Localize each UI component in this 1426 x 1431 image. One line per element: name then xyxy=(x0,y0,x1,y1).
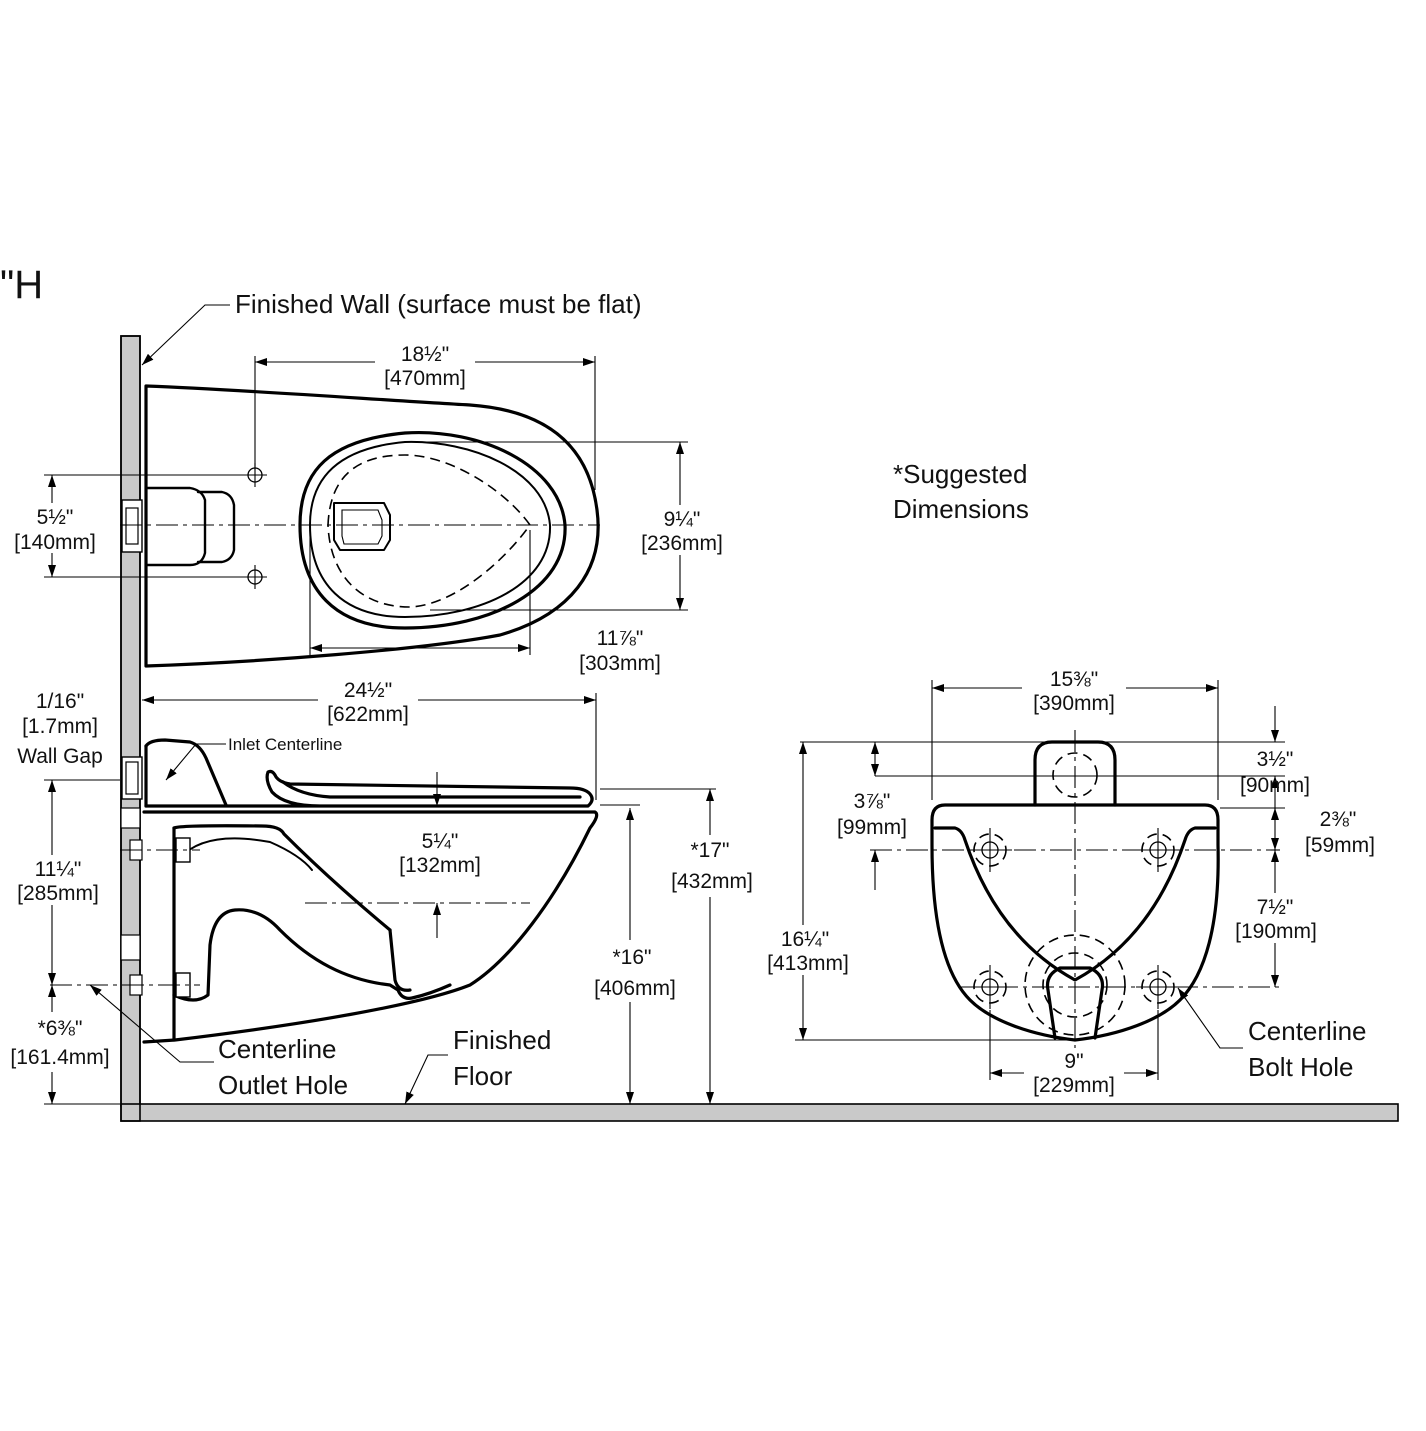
centerline-bolt-label: Centerline xyxy=(1248,1016,1367,1046)
dim-rear-bolt-horizontal: 9" [229mm] xyxy=(989,1010,1159,1097)
inlet-centerline-leader xyxy=(165,743,226,781)
finished-floor-leader xyxy=(404,1054,448,1105)
dim-text: 18½" xyxy=(401,343,449,366)
finished-wall-label: Finished Wall (surface must be flat) xyxy=(235,289,642,319)
dim-text: 3⅞" xyxy=(854,790,891,813)
dim-rear-upper-bolt: 2⅜" [59mm] xyxy=(1220,807,1375,857)
dim-rear-width: 15⅜" [390mm] xyxy=(931,665,1219,800)
dim-text: 3½" xyxy=(1257,748,1294,771)
dim-rear-inlet-offset: 3½" [90mm] xyxy=(800,706,1310,810)
dim-text: 11¼" xyxy=(35,858,82,881)
dim-text: [303mm] xyxy=(579,652,661,675)
wall-gap-label: Wall Gap xyxy=(17,745,103,768)
finished-floor-label: Finished xyxy=(453,1025,551,1055)
dim-text: [406mm] xyxy=(594,977,676,1000)
finished-floor xyxy=(120,1103,1399,1122)
dim-text: [413mm] xyxy=(767,952,849,975)
centerline-outlet-label: Outlet Hole xyxy=(218,1070,348,1100)
dim-text: [161.4mm] xyxy=(10,1046,109,1069)
dim-text: [99mm] xyxy=(837,816,907,839)
centerline-outlet-label: Centerline xyxy=(218,1034,337,1064)
dim-text: 2⅜" xyxy=(1320,808,1357,831)
dim-side-rim-height: *16" [406mm] xyxy=(580,804,685,1104)
dim-top-bowl-length: 11⅞" [303mm] xyxy=(309,530,661,675)
dim-top-length: 18½" [470mm] xyxy=(254,340,596,490)
finished-wall xyxy=(120,335,1399,1122)
dim-text: [229mm] xyxy=(1033,1074,1115,1097)
suggested-dimensions-label: *Suggested xyxy=(893,459,1027,489)
dim-text: [622mm] xyxy=(327,703,409,726)
dim-text: *16" xyxy=(613,946,652,969)
dim-top-bolt-spacing: 5½" [140mm] xyxy=(6,474,250,578)
dim-wall-gap: 1/16" [1.7mm] Wall Gap xyxy=(17,690,103,768)
dim-text: *6⅜" xyxy=(38,1017,83,1040)
dim-text: 16¼" xyxy=(781,928,829,951)
rear-view xyxy=(870,730,1280,1060)
dim-rear-height: 16¼" [413mm] xyxy=(755,742,1070,1041)
dim-top-width: 9¼" [236mm] xyxy=(400,441,735,611)
inlet-centerline-label: Inlet Centerline xyxy=(228,735,342,754)
dim-text: [59mm] xyxy=(1305,834,1375,857)
centerline-bolt-leader xyxy=(1177,987,1243,1049)
dim-text: [190mm] xyxy=(1235,920,1317,943)
suggested-dimensions-label: Dimensions xyxy=(893,494,1029,524)
finished-floor-label: Floor xyxy=(453,1061,513,1091)
centerline-bolt-label: Bolt Hole xyxy=(1248,1052,1354,1082)
dim-text: [90mm] xyxy=(1240,774,1310,797)
side-view xyxy=(50,738,599,1044)
top-view xyxy=(120,384,600,668)
dim-text: [1.7mm] xyxy=(22,715,98,738)
finished-wall-leader xyxy=(141,304,230,366)
dim-text: 15⅜" xyxy=(1050,668,1098,691)
dim-side-overall-length: 24½" [622mm] xyxy=(142,676,597,800)
dim-side-outlet-height: *6⅜" [161.4mm] xyxy=(2,985,120,1105)
dim-text: [132mm] xyxy=(399,854,481,877)
dim-text: 9¼" xyxy=(664,508,701,531)
dim-side-bolt-vertical: 11¼" [285mm] xyxy=(8,779,120,985)
dim-text: [390mm] xyxy=(1033,692,1115,715)
dim-side-seat-height: *17" [432mm] xyxy=(600,788,765,1104)
dim-text: [432mm] xyxy=(671,870,753,893)
centerline-outlet-leader xyxy=(89,984,214,1063)
dim-text: 1/16" xyxy=(36,690,84,713)
dim-text: *17" xyxy=(691,839,730,862)
dim-text: [236mm] xyxy=(641,532,723,555)
dim-text: 9" xyxy=(1064,1050,1083,1073)
dim-text: 5½" xyxy=(37,506,74,529)
dim-rear-inlet-depth: 3⅞" [99mm] xyxy=(837,742,907,890)
dim-rear-bolt-vertical: 7½" [190mm] xyxy=(1225,850,1330,987)
dim-text: 11⅞" xyxy=(597,627,644,650)
page-marker: "H xyxy=(0,263,43,307)
dim-text: [285mm] xyxy=(17,882,99,905)
dim-text: 5¼" xyxy=(422,830,459,853)
dim-side-seat-drop: 5¼" [132mm] xyxy=(399,772,481,938)
dim-text: 7½" xyxy=(1257,896,1294,919)
dim-text: 24½" xyxy=(344,679,392,702)
dim-text: [470mm] xyxy=(384,367,466,390)
dim-text: [140mm] xyxy=(14,531,96,554)
